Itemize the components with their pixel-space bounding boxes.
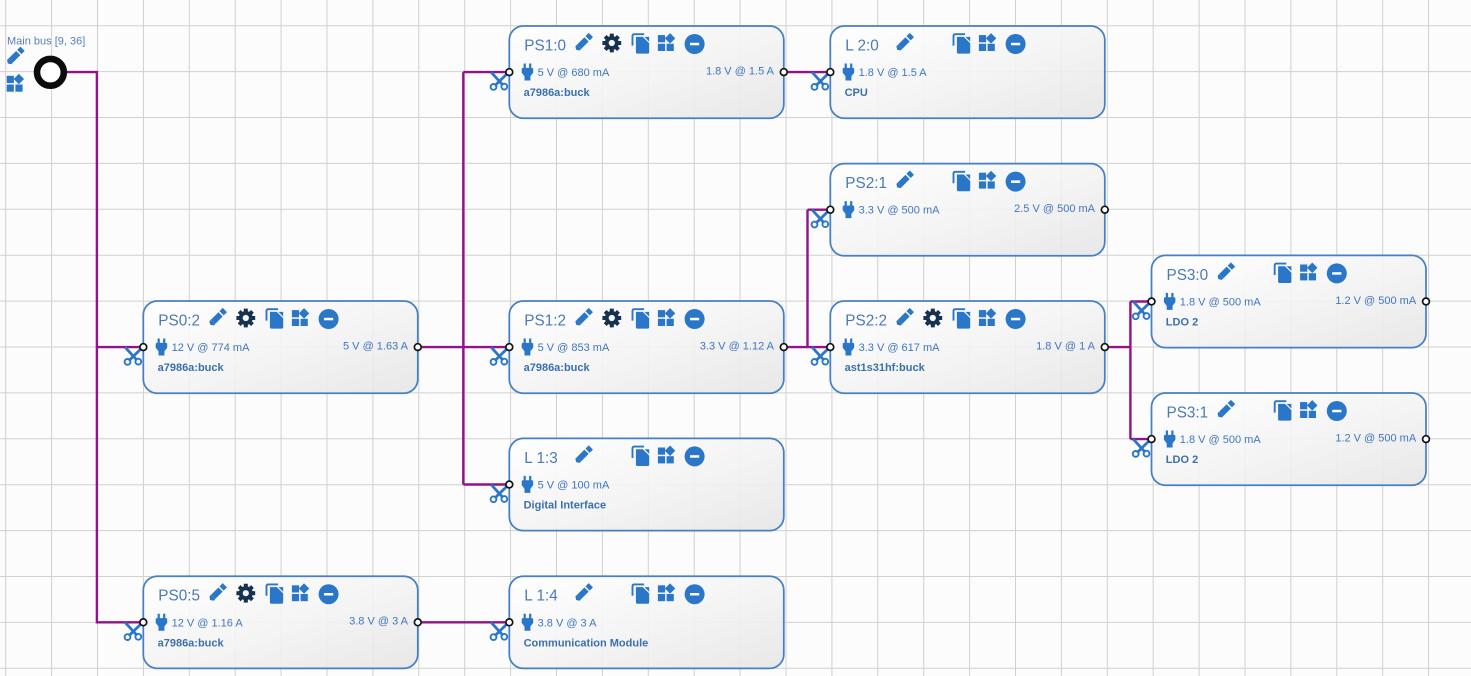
svg-text:Main bus [9, 36]: Main bus [9, 36]: [7, 35, 85, 47]
svg-text:a7986a:buck: a7986a:buck: [524, 362, 591, 374]
svg-text:PS1:0: PS1:0: [524, 38, 566, 55]
svg-text:1.2 V @ 500 mA: 1.2 V @ 500 mA: [1335, 295, 1417, 307]
svg-text:a7986a:buck: a7986a:buck: [524, 87, 591, 99]
svg-text:Communication Module: Communication Module: [524, 637, 649, 649]
svg-text:PS0:2: PS0:2: [158, 313, 200, 330]
svg-text:PS2:2: PS2:2: [845, 313, 887, 330]
svg-text:1.8 V @ 500 mA: 1.8 V @ 500 mA: [1180, 434, 1262, 446]
svg-text:2.5 V @ 500 mA: 2.5 V @ 500 mA: [1014, 203, 1096, 215]
svg-text:1.8 V @ 1 A: 1.8 V @ 1 A: [1036, 341, 1096, 353]
svg-text:CPU: CPU: [845, 87, 868, 99]
svg-text:PS3:0: PS3:0: [1167, 267, 1209, 284]
svg-text:a7986a:buck: a7986a:buck: [158, 637, 225, 649]
svg-text:5 V @ 680 mA: 5 V @ 680 mA: [538, 67, 610, 79]
svg-text:5 V @ 100 mA: 5 V @ 100 mA: [538, 480, 610, 492]
svg-text:12 V @ 774 mA: 12 V @ 774 mA: [172, 342, 250, 354]
svg-text:5 V @ 1.63 A: 5 V @ 1.63 A: [343, 341, 409, 353]
svg-text:PS1:2: PS1:2: [524, 313, 566, 330]
svg-text:1.8 V @ 500 mA: 1.8 V @ 500 mA: [1180, 297, 1262, 309]
svg-text:Digital Interface: Digital Interface: [524, 500, 607, 512]
svg-text:ast1s31hf:buck: ast1s31hf:buck: [845, 362, 926, 374]
svg-text:L 1:4: L 1:4: [524, 588, 558, 605]
svg-text:L 2:0: L 2:0: [845, 38, 878, 55]
svg-text:5 V @ 853 mA: 5 V @ 853 mA: [538, 342, 610, 354]
svg-text:L 1:3: L 1:3: [524, 450, 557, 467]
svg-text:LDO 2: LDO 2: [1166, 454, 1198, 466]
svg-text:3.3 V @ 500 mA: 3.3 V @ 500 mA: [859, 205, 941, 217]
svg-text:3.3 V @ 1.12 A: 3.3 V @ 1.12 A: [700, 341, 775, 353]
svg-text:1.2 V @ 500 mA: 1.2 V @ 500 mA: [1335, 433, 1417, 445]
svg-text:12 V @ 1.16 A: 12 V @ 1.16 A: [172, 617, 244, 629]
svg-text:1.8 V @ 1.5 A: 1.8 V @ 1.5 A: [706, 66, 775, 78]
svg-text:3.3 V @ 617 mA: 3.3 V @ 617 mA: [859, 342, 941, 354]
svg-text:PS2:1: PS2:1: [845, 175, 887, 192]
svg-text:1.8 V @ 1.5 A: 1.8 V @ 1.5 A: [859, 67, 928, 79]
svg-text:LDO 2: LDO 2: [1166, 317, 1198, 329]
svg-text:a7986a:buck: a7986a:buck: [158, 362, 225, 374]
svg-text:PS3:1: PS3:1: [1167, 405, 1209, 422]
svg-text:3.8 V @ 3 A: 3.8 V @ 3 A: [538, 617, 598, 629]
svg-text:PS0:5: PS0:5: [158, 588, 200, 605]
svg-text:3.8 V @ 3 A: 3.8 V @ 3 A: [349, 616, 409, 628]
